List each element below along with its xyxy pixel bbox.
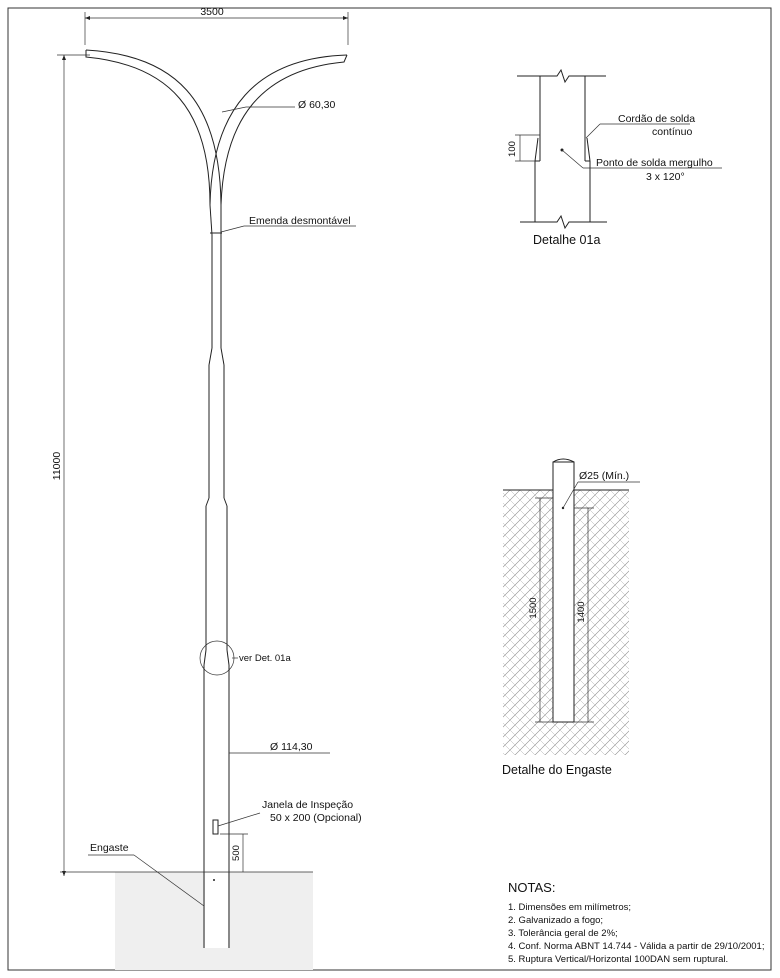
note-item: 2. Galvanizado a fogo; xyxy=(508,915,603,926)
notes-title: NOTAS: xyxy=(508,880,555,895)
note-item: 1. Dimensões em milímetros; xyxy=(508,902,631,913)
sheet-border xyxy=(7,7,772,971)
weld-bead-label-1: Cordão de solda xyxy=(618,113,695,125)
window-size-label: 50 x 200 (Opcional) xyxy=(270,812,362,824)
embed-dim-inner: 1400 xyxy=(576,601,587,622)
dim-height-label: 11000 xyxy=(51,452,63,481)
weld-bead-label-2: contínuo xyxy=(652,126,692,138)
arm-diameter-label: Ø 60,30 xyxy=(298,99,336,111)
window-label: Janela de Inspeção xyxy=(262,799,353,811)
window-height-label: 500 xyxy=(231,845,242,861)
note-item: 5. Ruptura Vertical/Horizontal 100DAN se… xyxy=(508,954,728,965)
note-item: 3. Tolerância geral de 2%; xyxy=(508,928,618,939)
embed-dim-outer: 1500 xyxy=(528,597,539,618)
main-pole-drawing: 3500 11000 xyxy=(51,6,362,970)
inspection-window xyxy=(212,819,219,835)
detail-embed-title: Detalhe do Engaste xyxy=(502,763,612,777)
dim-width-label: 3500 xyxy=(200,6,224,18)
base-diameter-label: Ø 114,30 xyxy=(270,741,313,753)
notes-block: NOTAS: 1. Dimensões em milímetros; 2. Ga… xyxy=(508,880,764,965)
plug-weld-label-2: 3 x 120° xyxy=(646,171,685,183)
embed-hole-label: Ø25 (Mín.) xyxy=(579,470,629,482)
plug-weld-label-1: Ponto de solda mergulho xyxy=(596,157,713,169)
detail-embed-drawing: Ø25 (Mín.) 1500 1400 Detalhe do Engaste xyxy=(502,458,640,777)
detail-01a-title: Detalhe 01a xyxy=(533,233,600,247)
detail-ref-label: ver Det. 01a xyxy=(239,653,291,664)
detail-01a-dim: 100 xyxy=(507,141,518,157)
embed-label: Engaste xyxy=(90,842,129,854)
detail-01a-drawing: 100 Cordão de solda contínuo Ponto de so… xyxy=(507,68,722,247)
note-item: 4. Conf. Norma ABNT 14.744 - Válida a pa… xyxy=(508,941,764,952)
splice-label: Emenda desmontável xyxy=(249,215,351,227)
